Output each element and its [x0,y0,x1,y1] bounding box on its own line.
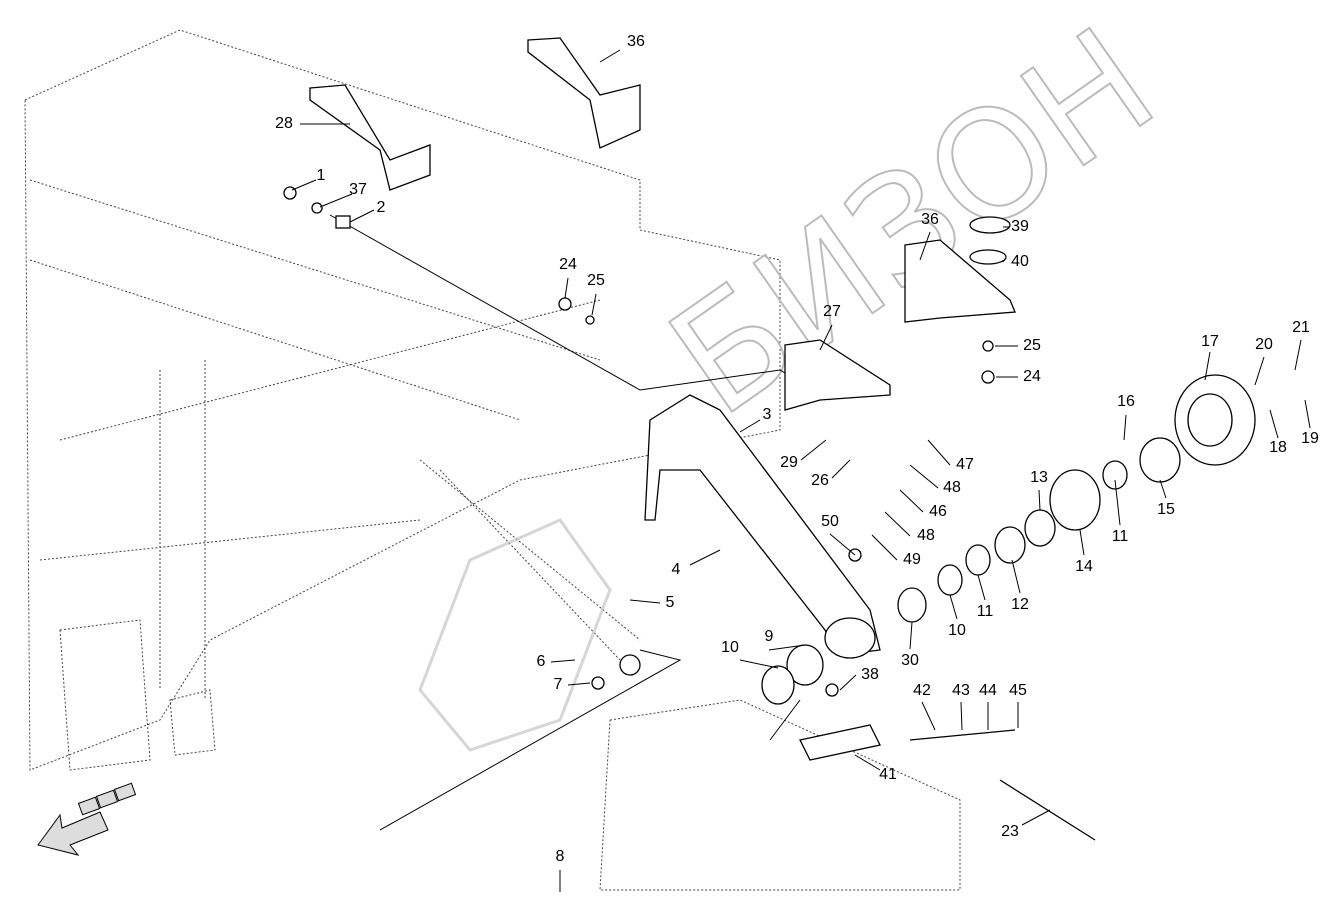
callout-46: 46 [929,503,947,520]
callout-3: 3 [763,406,772,423]
callout-5: 5 [666,594,675,611]
callout-36b: 36 [921,211,939,228]
swing-arm [644,394,881,659]
callout-25b: 25 [1023,337,1041,354]
callout-29: 29 [780,454,798,471]
callout-37: 37 [349,181,367,198]
callout-38: 38 [861,666,879,683]
callout-18: 18 [1269,439,1287,456]
callout-10b: 10 [721,639,739,656]
callout-20: 20 [1255,336,1273,353]
callout-50: 50 [821,513,839,530]
callout-11: 11 [1112,528,1129,545]
callout-27: 27 [823,303,841,320]
callout-47: 47 [956,456,974,473]
callout-8: 8 [556,848,565,865]
callout-17: 17 [1201,333,1219,350]
callout-36: 36 [627,33,645,50]
brackets [309,37,1016,411]
callout-7: 7 [554,676,563,693]
callout-4: 4 [672,561,681,578]
pulley-assembly [283,186,1256,841]
watermark-text: БИЗОН [641,0,1185,449]
callout-30: 30 [901,652,919,669]
callout-1: 1 [317,167,326,184]
callout-6: 6 [537,653,546,670]
callout-12: 12 [1011,596,1029,613]
callout-48: 48 [943,479,961,496]
callout-21: 21 [1292,319,1310,336]
combine-frame [24,29,961,891]
callout-25: 25 [587,272,605,289]
callout-19: 19 [1301,430,1319,447]
callout-23: 23 [1001,823,1019,840]
callout-41: 41 [879,766,897,783]
callout-42: 42 [913,682,931,699]
callout-11b: 11 [977,603,994,620]
direction-arrow-icon [37,782,137,856]
callout-9: 9 [765,628,774,645]
callout-13: 13 [1030,469,1048,486]
callout-24: 24 [559,256,577,273]
callout-49: 49 [903,551,921,568]
callout-2: 2 [377,199,386,216]
callout-labels: 36 28 1 37 2 24 25 39 40 36 27 25 24 17 … [275,33,1319,865]
callout-16: 16 [1117,393,1135,410]
callout-24b: 24 [1023,368,1041,385]
callout-44: 44 [979,682,997,699]
callout-26: 26 [811,472,829,489]
callout-10: 10 [948,622,966,639]
callout-14: 14 [1075,558,1093,575]
callout-39: 39 [1011,218,1029,235]
callout-15: 15 [1157,501,1175,518]
callout-45: 45 [1009,682,1027,699]
callout-48b: 48 [917,527,935,544]
callout-40: 40 [1011,253,1029,270]
callout-28: 28 [275,115,293,132]
callout-43: 43 [952,682,970,699]
